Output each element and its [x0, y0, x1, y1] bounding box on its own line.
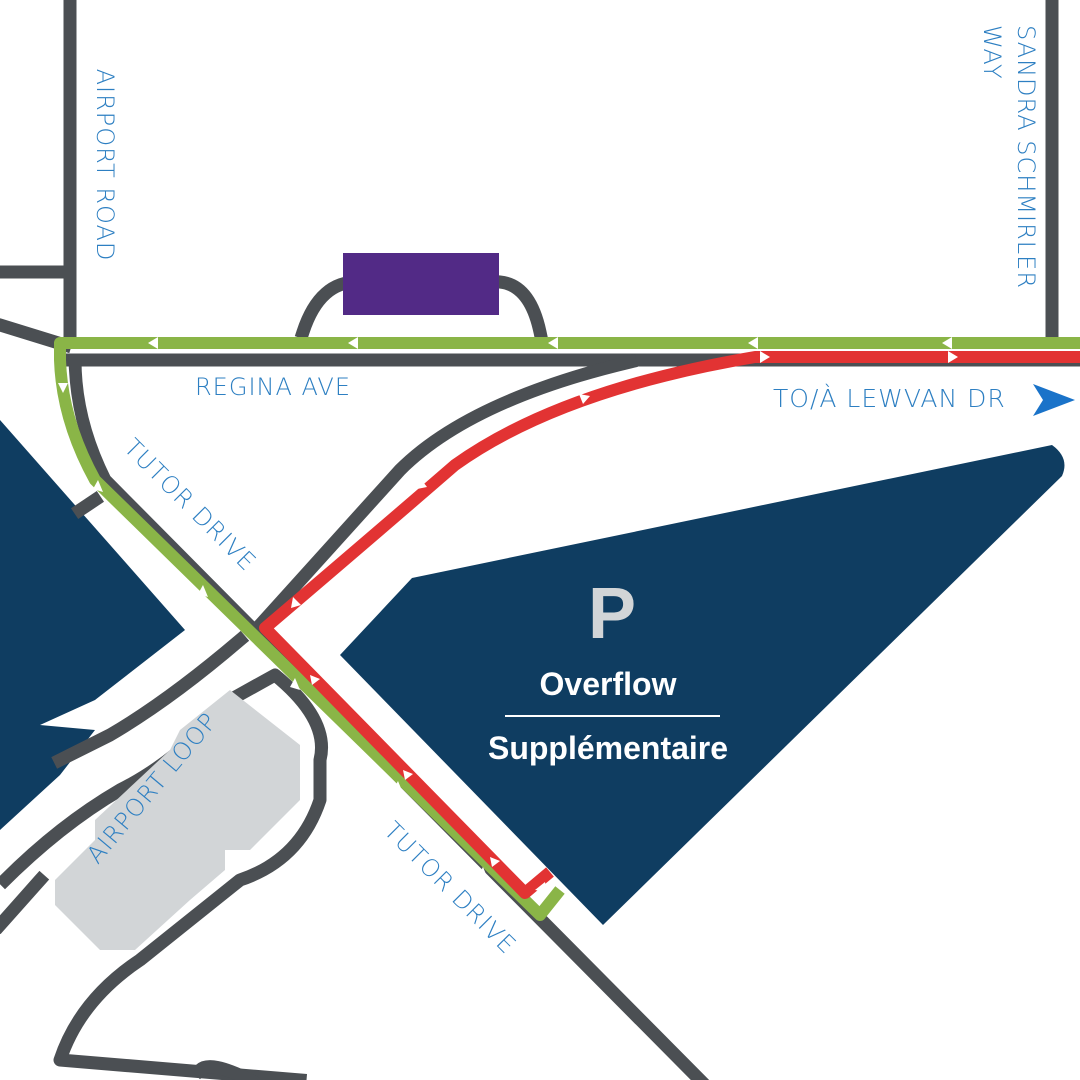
route-arrow-icon [348, 337, 358, 349]
parking-symbol: P [587, 574, 637, 654]
right-triangle-arrow-icon [1033, 384, 1075, 416]
route-arrow-icon [478, 867, 488, 879]
lot-connector-road [250, 354, 638, 635]
airport-loop-road-south [0, 668, 328, 1080]
route-arrow-icon [148, 337, 158, 349]
route-arrow-icon [942, 337, 952, 349]
airport-loop-road-north [51, 630, 250, 769]
green-route-line [54, 337, 1080, 921]
sandra-schmirler-way-label: SANDRA SCHMIRLER WAY [978, 25, 1040, 289]
airport-loop-road-side [0, 870, 259, 1080]
route-arrow-icon [579, 394, 590, 404]
route-arrow-icon [490, 857, 500, 867]
red-route-arrows [291, 351, 958, 892]
regina-ave-label: REGINA AVE [195, 373, 351, 401]
left-parking-region [0, 420, 185, 830]
overflow-parking-lot [340, 445, 1065, 925]
route-arrow-icon [290, 678, 300, 690]
route-arrow-icon [417, 478, 427, 489]
landmark-building [343, 253, 499, 315]
red-route-line [259, 351, 1080, 899]
route-arrow-icon [93, 480, 103, 492]
route-arrow-icon [948, 351, 958, 363]
route-arrow-icon [548, 337, 558, 349]
destination-label: TO/À LEWVAN DR [773, 384, 1006, 413]
route-arrow-icon [535, 882, 547, 892]
supplementaire-label: Supplémentaire [487, 730, 729, 766]
route-arrow-icon [760, 351, 770, 363]
route-arrow-icon [393, 781, 403, 793]
route-arrow-icon [291, 597, 301, 608]
route-arrow-icon [748, 337, 758, 349]
airport-road-label: AIRPORT ROAD [91, 68, 119, 262]
airport-terminal-building [55, 690, 300, 950]
route-arrow-icon [403, 770, 413, 780]
route-arrow-icon [310, 675, 320, 685]
overflow-label: Overflow [539, 666, 677, 702]
green-route-arrows [58, 337, 952, 879]
tutor-drive [68, 353, 710, 1080]
tutor-drive-spur [70, 490, 105, 520]
route-arrow-icon [58, 383, 68, 393]
route-arrow-icon [198, 585, 208, 597]
